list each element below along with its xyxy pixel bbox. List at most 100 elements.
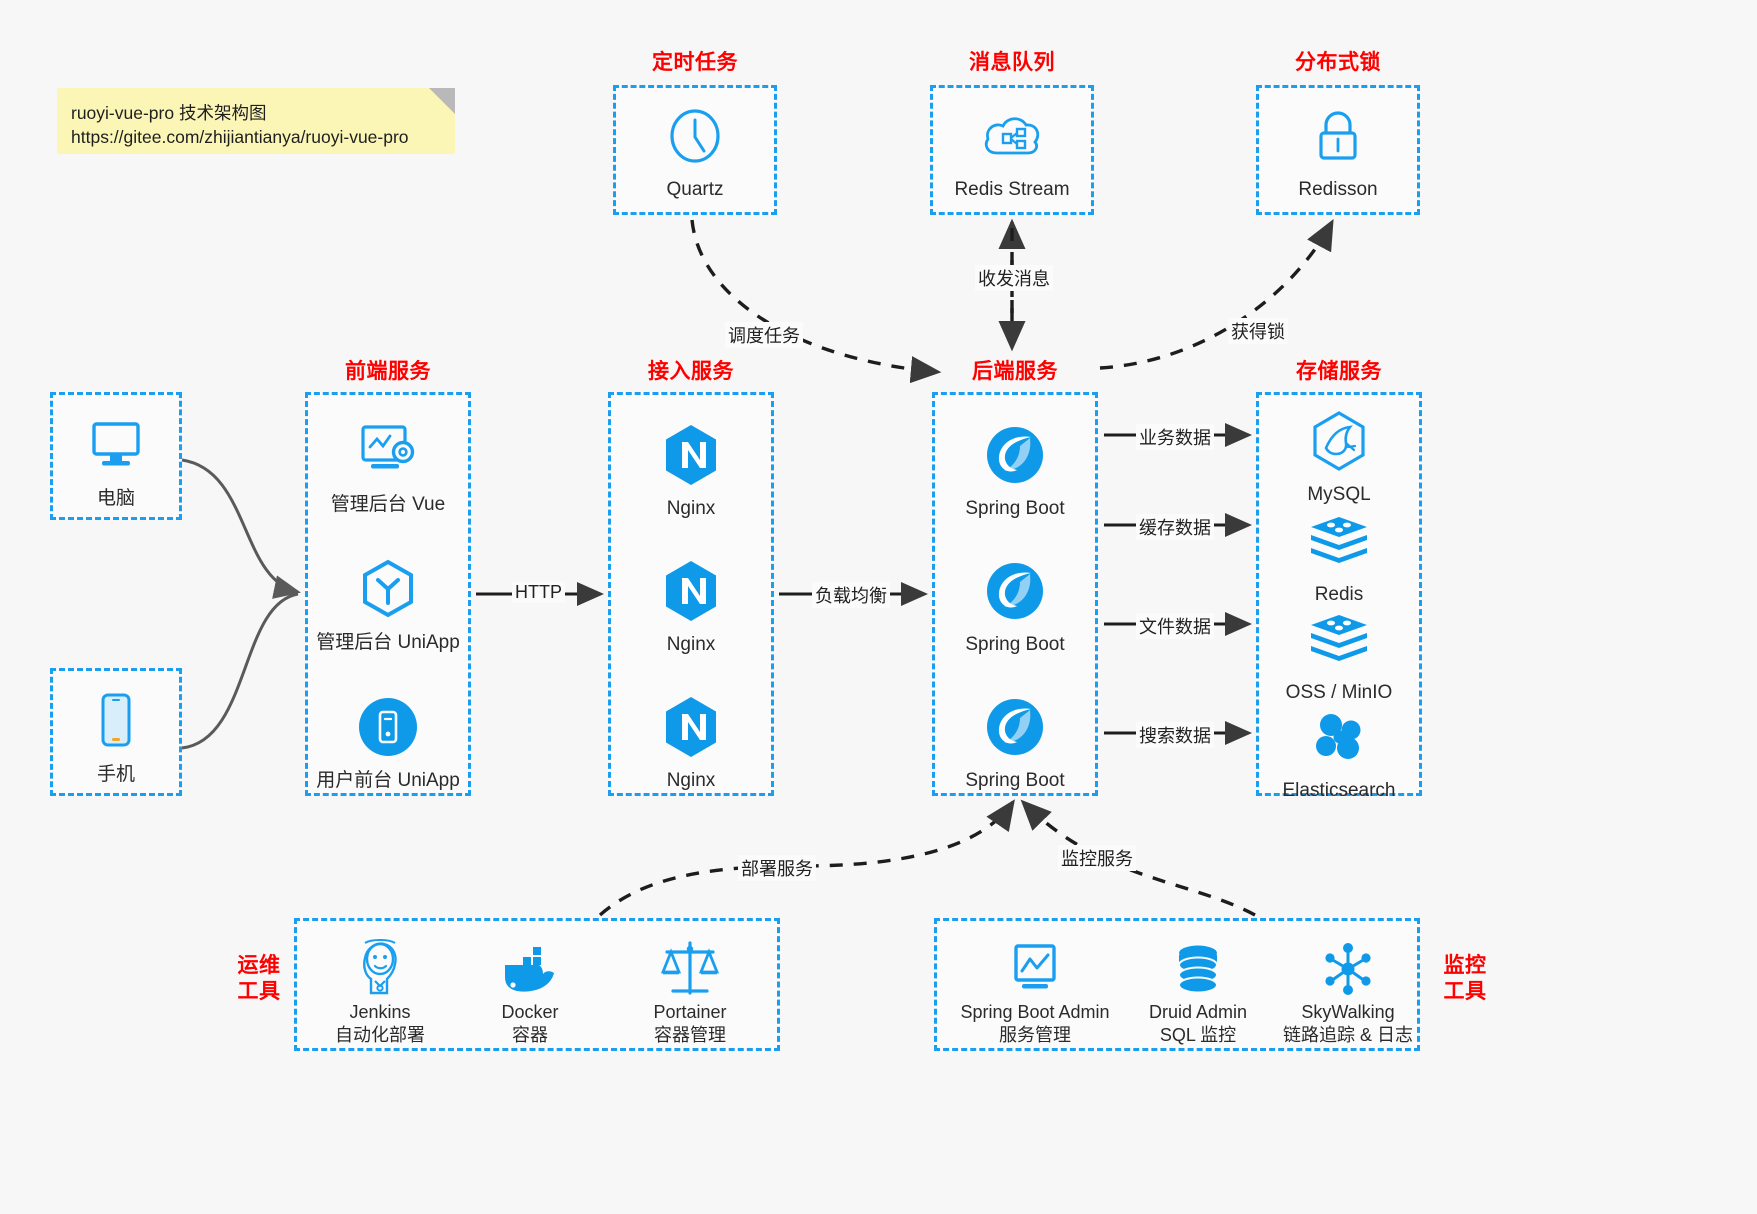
tool-desc: 链路追踪 & 日志 xyxy=(1282,1025,1413,1046)
storage-service-box: MySQL Redis xyxy=(1256,392,1422,801)
lock-icon xyxy=(1259,100,1417,172)
note-line-2: https://gitee.com/zhijiantianya/ruoyi-vu… xyxy=(71,127,409,147)
node-user-uniapp: 用户前台 UniApp xyxy=(308,691,468,793)
node-nginx-2: Nginx xyxy=(611,555,771,657)
client-desktop-box: 电脑 xyxy=(50,392,182,520)
message-queue-box: Redis Stream xyxy=(930,85,1094,215)
tool-portainer: Portainer 容器管理 xyxy=(615,931,765,1048)
wire-backend-to-redisson xyxy=(1099,219,1334,370)
docker-icon xyxy=(455,931,605,997)
group-title-devops-tools: 运维 工具 xyxy=(222,953,296,1004)
node-quartz: Quartz xyxy=(616,100,774,202)
node-label: 管理后台 UniApp xyxy=(316,632,460,653)
note-line-1: ruoyi-vue-pro 技术架构图 xyxy=(71,103,267,123)
node-mysql: MySQL xyxy=(1259,405,1419,507)
group-title-message-queue: 消息队列 xyxy=(969,51,1055,74)
edge-label-send-receive-message: 收发消息 xyxy=(975,265,1053,291)
monitor-title-line-1: 监控 xyxy=(1443,954,1487,977)
spring-boot-admin-icon xyxy=(947,931,1123,997)
tool-name: Jenkins xyxy=(349,1002,411,1022)
tool-name: SkyWalking xyxy=(1301,1002,1395,1022)
spring-boot-icon xyxy=(935,691,1095,763)
node-label: Quartz xyxy=(666,179,724,200)
tool-desc: 服务管理 xyxy=(999,1025,1071,1046)
edge-label-acquire-lock: 获得锁 xyxy=(1228,318,1288,344)
node-label: 用户前台 UniApp xyxy=(316,770,460,791)
nginx-icon xyxy=(611,555,771,627)
node-label: 手机 xyxy=(96,764,135,785)
mysql-icon xyxy=(1259,405,1419,477)
backend-service-box: Spring Boot Spring Boot Spring Boot xyxy=(932,392,1098,796)
nginx-icon xyxy=(611,691,771,763)
node-spring-boot-1: Spring Boot xyxy=(935,419,1095,521)
node-spring-boot-2: Spring Boot xyxy=(935,555,1095,657)
group-title-monitor-tools: 监控 工具 xyxy=(1428,953,1502,1004)
admin-vue-icon xyxy=(308,415,468,487)
devops-title-line-1: 运维 xyxy=(237,954,281,977)
edge-label-schedule-task: 调度任务 xyxy=(725,322,803,348)
monitor-tools-box: Spring Boot Admin 服务管理 Druid Admin SQL 监… xyxy=(934,918,1420,1051)
node-label: OSS / MinIO xyxy=(1285,682,1393,703)
node-label: Elasticsearch xyxy=(1282,780,1396,801)
node-label: 电脑 xyxy=(96,488,135,509)
node-label: Redis Stream xyxy=(954,179,1070,200)
phone-icon xyxy=(53,685,179,757)
redis-icon xyxy=(1259,505,1419,577)
node-label: Redis xyxy=(1314,584,1364,605)
edge-label-cache-data: 缓存数据 xyxy=(1136,514,1214,540)
group-title-storage-service: 存储服务 xyxy=(1296,360,1382,383)
tool-desc: 自动化部署 xyxy=(335,1025,425,1046)
node-label: Nginx xyxy=(666,634,716,655)
monitor-title-line-2: 工具 xyxy=(1443,979,1487,1003)
node-spring-boot-3: Spring Boot xyxy=(935,691,1095,793)
node-label: Redisson xyxy=(1298,179,1378,200)
tool-jenkins: Jenkins 自动化部署 xyxy=(305,931,455,1048)
edge-label-monitor-service: 监控服务 xyxy=(1058,845,1136,871)
scheduled-task-box: Quartz xyxy=(613,85,777,215)
group-title-scheduled-task: 定时任务 xyxy=(652,51,738,74)
cloud-stream-icon xyxy=(933,100,1091,172)
node-label: Spring Boot xyxy=(965,498,1065,519)
druid-icon xyxy=(1123,931,1273,997)
edge-label-deploy-service: 部署服务 xyxy=(738,855,816,881)
skywalking-icon xyxy=(1273,931,1423,997)
tool-skywalking: SkyWalking 链路追踪 & 日志 xyxy=(1273,931,1423,1048)
nginx-icon xyxy=(611,419,771,491)
clock-icon xyxy=(616,100,774,172)
node-label: Spring Boot xyxy=(965,634,1065,655)
node-nginx-1: Nginx xyxy=(611,419,771,521)
tool-name: Portainer xyxy=(653,1002,727,1022)
edge-label-load-balance: 负载均衡 xyxy=(812,582,890,608)
node-redis-stream: Redis Stream xyxy=(933,100,1091,202)
tool-desc: SQL 监控 xyxy=(1159,1025,1237,1046)
spring-boot-icon xyxy=(935,555,1095,627)
wire-desktop-to-frontend xyxy=(181,458,301,599)
node-elasticsearch: Elasticsearch xyxy=(1259,701,1419,803)
tool-name: Druid Admin xyxy=(1148,1002,1248,1022)
node-nginx-3: Nginx xyxy=(611,691,771,793)
tool-druid-admin: Druid Admin SQL 监控 xyxy=(1123,931,1273,1048)
tool-desc: 容器管理 xyxy=(654,1025,726,1046)
spring-boot-icon xyxy=(935,419,1095,491)
node-desktop: 电脑 xyxy=(53,409,179,511)
tool-spring-boot-admin: Spring Boot Admin 服务管理 xyxy=(947,931,1123,1048)
tool-docker: Docker 容器 xyxy=(455,931,605,1048)
node-label: Nginx xyxy=(666,770,716,791)
node-admin-uniapp: 管理后台 UniApp xyxy=(308,553,468,655)
distributed-lock-box: Redisson xyxy=(1256,85,1420,215)
node-label: Spring Boot xyxy=(965,770,1065,791)
gateway-service-box: Nginx Nginx Nginx xyxy=(608,392,774,796)
uniapp-icon xyxy=(308,553,468,625)
node-redis: Redis xyxy=(1259,505,1419,607)
node-admin-vue: 管理后台 Vue xyxy=(308,415,468,517)
portainer-icon xyxy=(615,931,765,997)
frontend-service-box: 管理后台 Vue 管理后台 UniApp 用户前台 UniApp xyxy=(305,392,471,796)
devops-title-line-2: 工具 xyxy=(237,979,281,1003)
node-label: 管理后台 Vue xyxy=(330,494,446,515)
devops-tools-box: Jenkins 自动化部署 Docker 容器 xyxy=(294,918,780,1051)
group-title-frontend-service: 前端服务 xyxy=(345,360,431,383)
jenkins-icon xyxy=(305,931,455,997)
note-fold-corner xyxy=(429,88,455,114)
sticky-note: ruoyi-vue-pro 技术架构图 https://gitee.com/zh… xyxy=(57,88,455,154)
